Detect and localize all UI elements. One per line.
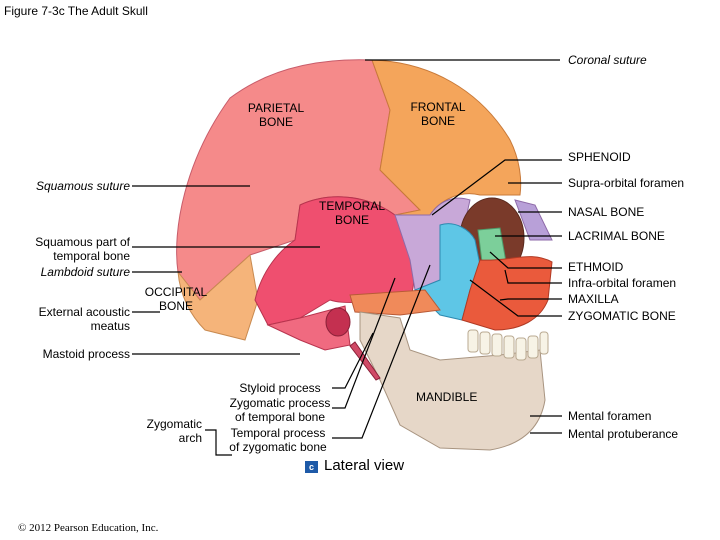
view-caption: Lateral view bbox=[324, 457, 405, 474]
frontal-label-line-1: FRONTAL bbox=[410, 100, 466, 114]
temporal-bone-label: TEMPORAL BONE bbox=[316, 199, 388, 227]
figure-title: Figure 7-3c The Adult Skull bbox=[4, 4, 148, 18]
lacrimal-bone-label: LACRIMAL BONE bbox=[568, 229, 665, 243]
temporal-process-line-2: of zygomatic bone bbox=[229, 440, 327, 454]
zygomatic-arch-line-1: Zygomatic bbox=[146, 417, 202, 431]
parietal-bone-label: PARIETAL BONE bbox=[244, 101, 308, 129]
temporal-label-line-2: BONE bbox=[334, 213, 369, 227]
external-acoustic-line-1: External acoustic bbox=[38, 305, 130, 319]
squamous-suture-label: Squamous suture bbox=[35, 179, 130, 193]
copyright-notice: © 2012 Pearson Education, Inc. bbox=[18, 522, 159, 534]
zygomatic-arch-region bbox=[349, 289, 441, 316]
nasal-bone-region bbox=[514, 199, 553, 241]
styloid-process-shape bbox=[349, 341, 381, 381]
frontal-label-line-2: BONE bbox=[420, 114, 455, 128]
styloid-process-label: Styloid process bbox=[239, 381, 321, 395]
frontal-bone-label: FRONTAL BONE bbox=[406, 100, 470, 128]
parietal-label-line-1: PARIETAL bbox=[247, 101, 305, 115]
lambdoid-suture-label: Lambdoid suture bbox=[40, 265, 130, 279]
ethmoid-label: ETHMOID bbox=[568, 260, 624, 274]
occipital-bone-region bbox=[177, 254, 259, 341]
mental-protuberance-label: Mental protuberance bbox=[568, 427, 679, 441]
teeth-group bbox=[467, 329, 549, 361]
parietal-label-line-2: BONE bbox=[258, 115, 293, 129]
infraorbital-foramen-label: Infra-orbital foramen bbox=[568, 276, 677, 290]
occipital-label-line-2: BONE bbox=[158, 299, 193, 313]
coronal-suture-label: Coronal suture bbox=[568, 53, 647, 67]
maxilla-label: MAXILLA bbox=[568, 292, 619, 306]
zygomatic-arch-label: Zygomatic arch bbox=[100, 417, 202, 445]
sphenoid-label: SPHENOID bbox=[568, 150, 631, 164]
external-acoustic-line-2: meatus bbox=[90, 319, 130, 333]
maxilla-bone-region bbox=[461, 256, 553, 331]
supraorbital-foramen-label: Supra-orbital foramen bbox=[568, 176, 685, 190]
zygomatic-process-line-1: Zygomatic process bbox=[229, 396, 331, 410]
occipital-bone-label: OCCIPITAL BONE bbox=[140, 285, 212, 313]
temporal-process-line-1: Temporal process bbox=[230, 426, 326, 440]
squamous-part-line-1: Squamous part of bbox=[35, 235, 130, 249]
temporal-process-label: Temporal process of zygomatic bone bbox=[218, 426, 338, 454]
external-acoustic-meatus-label: External acoustic meatus bbox=[0, 305, 130, 333]
mandible-bone-region bbox=[359, 311, 546, 451]
zygomatic-process-label: Zygomatic process of temporal bone bbox=[222, 396, 338, 424]
zygomatic-bone-label: ZYGOMATIC BONE bbox=[568, 309, 676, 323]
zygomatic-process-line-2: of temporal bone bbox=[234, 410, 326, 424]
nasal-bone-label: NASAL BONE bbox=[568, 205, 645, 219]
zygomatic-arch-line-2: arch bbox=[178, 431, 202, 445]
temporal-label-line-1: TEMPORAL bbox=[318, 199, 385, 213]
mandible-label: MANDIBLE bbox=[416, 390, 478, 404]
occipital-label-line-1: OCCIPITAL bbox=[144, 285, 208, 299]
view-badge: c bbox=[305, 461, 318, 473]
squamous-part-line-2: temporal bone bbox=[53, 249, 130, 263]
mastoid-process-label: Mastoid process bbox=[42, 347, 130, 361]
squamous-part-label: Squamous part of temporal bone bbox=[0, 235, 130, 263]
mental-foramen-label: Mental foramen bbox=[568, 409, 652, 423]
external-acoustic-meatus-shape bbox=[325, 307, 351, 337]
leader-lines bbox=[132, 59, 562, 456]
